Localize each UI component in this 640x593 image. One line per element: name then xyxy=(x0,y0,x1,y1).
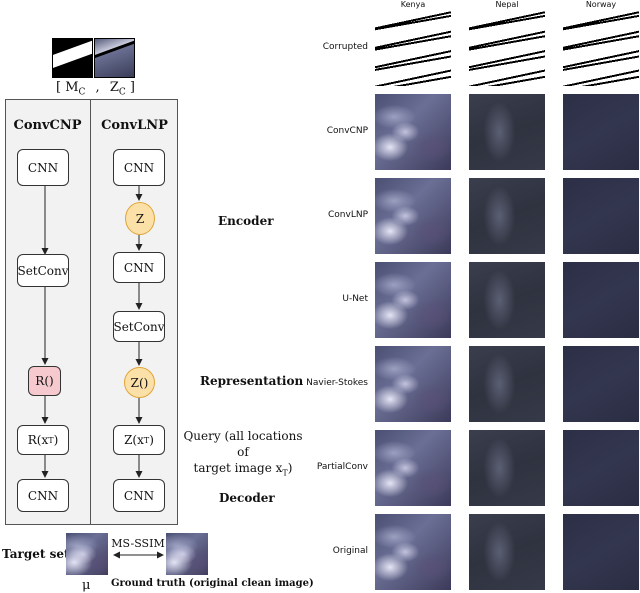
target-mean-image xyxy=(66,533,108,575)
mu-label: μ xyxy=(82,578,91,593)
convcnp-cnn-decoder: CNN xyxy=(17,479,69,512)
result-image-navier-stokes-norway xyxy=(563,346,639,422)
convcnp-cnn-encoder: CNN xyxy=(17,149,69,186)
convlnp-setconv: SetConv xyxy=(113,311,165,342)
col-nepal: Nepal xyxy=(495,0,519,9)
context-corrupted-image xyxy=(94,38,135,78)
row-label-navier-stokes: Navier-Stokes xyxy=(306,378,368,388)
row-label-convcnp: ConvCNP xyxy=(326,126,368,136)
row-label-convlnp: ConvLNP xyxy=(328,210,368,220)
context-label: [ MC , ZC ] xyxy=(56,80,135,98)
query-line-1: Query (all locations of xyxy=(183,429,303,459)
result-image-original-nepal xyxy=(469,514,545,590)
ground-truth-label: Ground truth (original clean image) xyxy=(111,578,314,589)
result-image-convcnp-norway xyxy=(563,94,639,170)
corruption-stripes xyxy=(469,10,545,86)
convcnp-setconv: SetConv xyxy=(17,254,69,287)
result-image-corrupted-nepal xyxy=(469,10,545,86)
result-image-corrupted-norway xyxy=(563,10,639,86)
row-label-partialconv: PartialConv xyxy=(316,462,368,472)
convlnp-latent-z: Z xyxy=(125,202,155,235)
result-image-corrupted-kenya xyxy=(375,10,451,86)
col-kenya: Kenya xyxy=(400,0,426,9)
row-label-original: Original xyxy=(332,546,368,556)
target-set-label: Target set xyxy=(2,547,70,561)
result-image-convcnp-nepal xyxy=(469,94,545,170)
result-image-navier-stokes-nepal xyxy=(469,346,545,422)
result-image-original-kenya xyxy=(375,514,451,590)
query-line-2: target image xT) xyxy=(193,461,293,478)
ground-truth-image xyxy=(166,533,208,575)
result-image-u-net-kenya xyxy=(375,262,451,338)
row-label-corrupted: Corrupted xyxy=(322,42,368,52)
context-mask-image xyxy=(52,38,93,78)
result-image-u-net-norway xyxy=(563,262,639,338)
result-image-convlnp-nepal xyxy=(469,178,545,254)
convlnp-cnn-decoder: CNN xyxy=(113,479,165,512)
result-image-navier-stokes-kenya xyxy=(375,346,451,422)
stage-encoder: Encoder xyxy=(218,214,274,228)
result-image-partialconv-norway xyxy=(563,430,639,506)
result-image-convcnp-kenya xyxy=(375,94,451,170)
panel-divider xyxy=(90,99,91,525)
stage-decoder: Decoder xyxy=(219,491,275,505)
convlnp-title: ConvLNP xyxy=(101,118,168,133)
stage-representation: Representation xyxy=(200,374,304,388)
convcnp-title: ConvCNP xyxy=(13,118,82,133)
convcnp-representation: R() xyxy=(28,366,61,396)
result-image-u-net-nepal xyxy=(469,262,545,338)
convlnp-latent-representation: Z() xyxy=(124,367,155,398)
ms-ssim-label: MS-SSIM xyxy=(111,537,165,550)
convlnp-cnn-middle: CNN xyxy=(113,252,165,283)
convlnp-cnn-encoder: CNN xyxy=(113,149,165,186)
col-norway: Norway xyxy=(585,0,617,9)
result-image-partialconv-kenya xyxy=(375,430,451,506)
query-description: Query (all locations of target image xT) xyxy=(180,428,306,481)
result-image-original-norway xyxy=(563,514,639,590)
corruption-stripes xyxy=(375,10,451,86)
result-image-convlnp-kenya xyxy=(375,178,451,254)
result-image-partialconv-nepal xyxy=(469,430,545,506)
result-image-convlnp-norway xyxy=(563,178,639,254)
row-label-u-net: U-Net xyxy=(342,294,368,304)
corruption-stripes xyxy=(563,10,639,86)
